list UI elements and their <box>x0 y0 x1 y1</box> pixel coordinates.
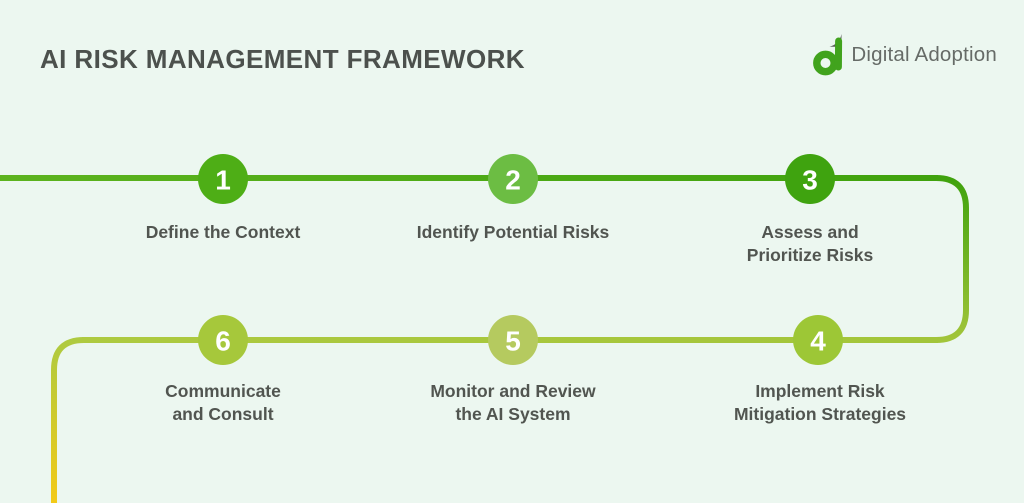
step-number-2: 2 <box>505 165 521 196</box>
step-label-3: Assess and Prioritize Risks <box>746 222 874 265</box>
step-circle-2: 2 <box>488 154 538 204</box>
step-label-5: Monitor and Review the AI System <box>430 381 596 424</box>
step-label-6: Communicate and Consult <box>165 381 281 424</box>
step-circle-1: 1 <box>198 154 248 204</box>
flow-line-left-curve <box>51 337 85 503</box>
step-number-4: 4 <box>810 326 826 357</box>
step-label-4: Implement Risk Mitigation Strategies <box>733 381 907 424</box>
step-circle-4: 4 <box>793 315 843 365</box>
brand-logo-text: Digital Adoption <box>851 43 997 66</box>
page-title: AI RISK MANAGEMENT FRAMEWORK <box>40 44 525 74</box>
step-label-2: Identify Potential Risks <box>416 222 610 242</box>
step-circle-3: 3 <box>785 154 835 204</box>
flow-line-right-curve <box>935 175 969 343</box>
step-number-5: 5 <box>505 326 521 357</box>
step-circle-6: 6 <box>198 315 248 365</box>
step-circle-5: 5 <box>488 315 538 365</box>
brand-logo: Digital Adoption <box>813 32 997 78</box>
step-label-1: Define the Context <box>145 222 301 242</box>
step-number-1: 1 <box>215 165 231 196</box>
digital-adoption-logo-icon <box>813 32 847 78</box>
step-number-6: 6 <box>215 326 231 357</box>
step-number-3: 3 <box>802 165 818 196</box>
